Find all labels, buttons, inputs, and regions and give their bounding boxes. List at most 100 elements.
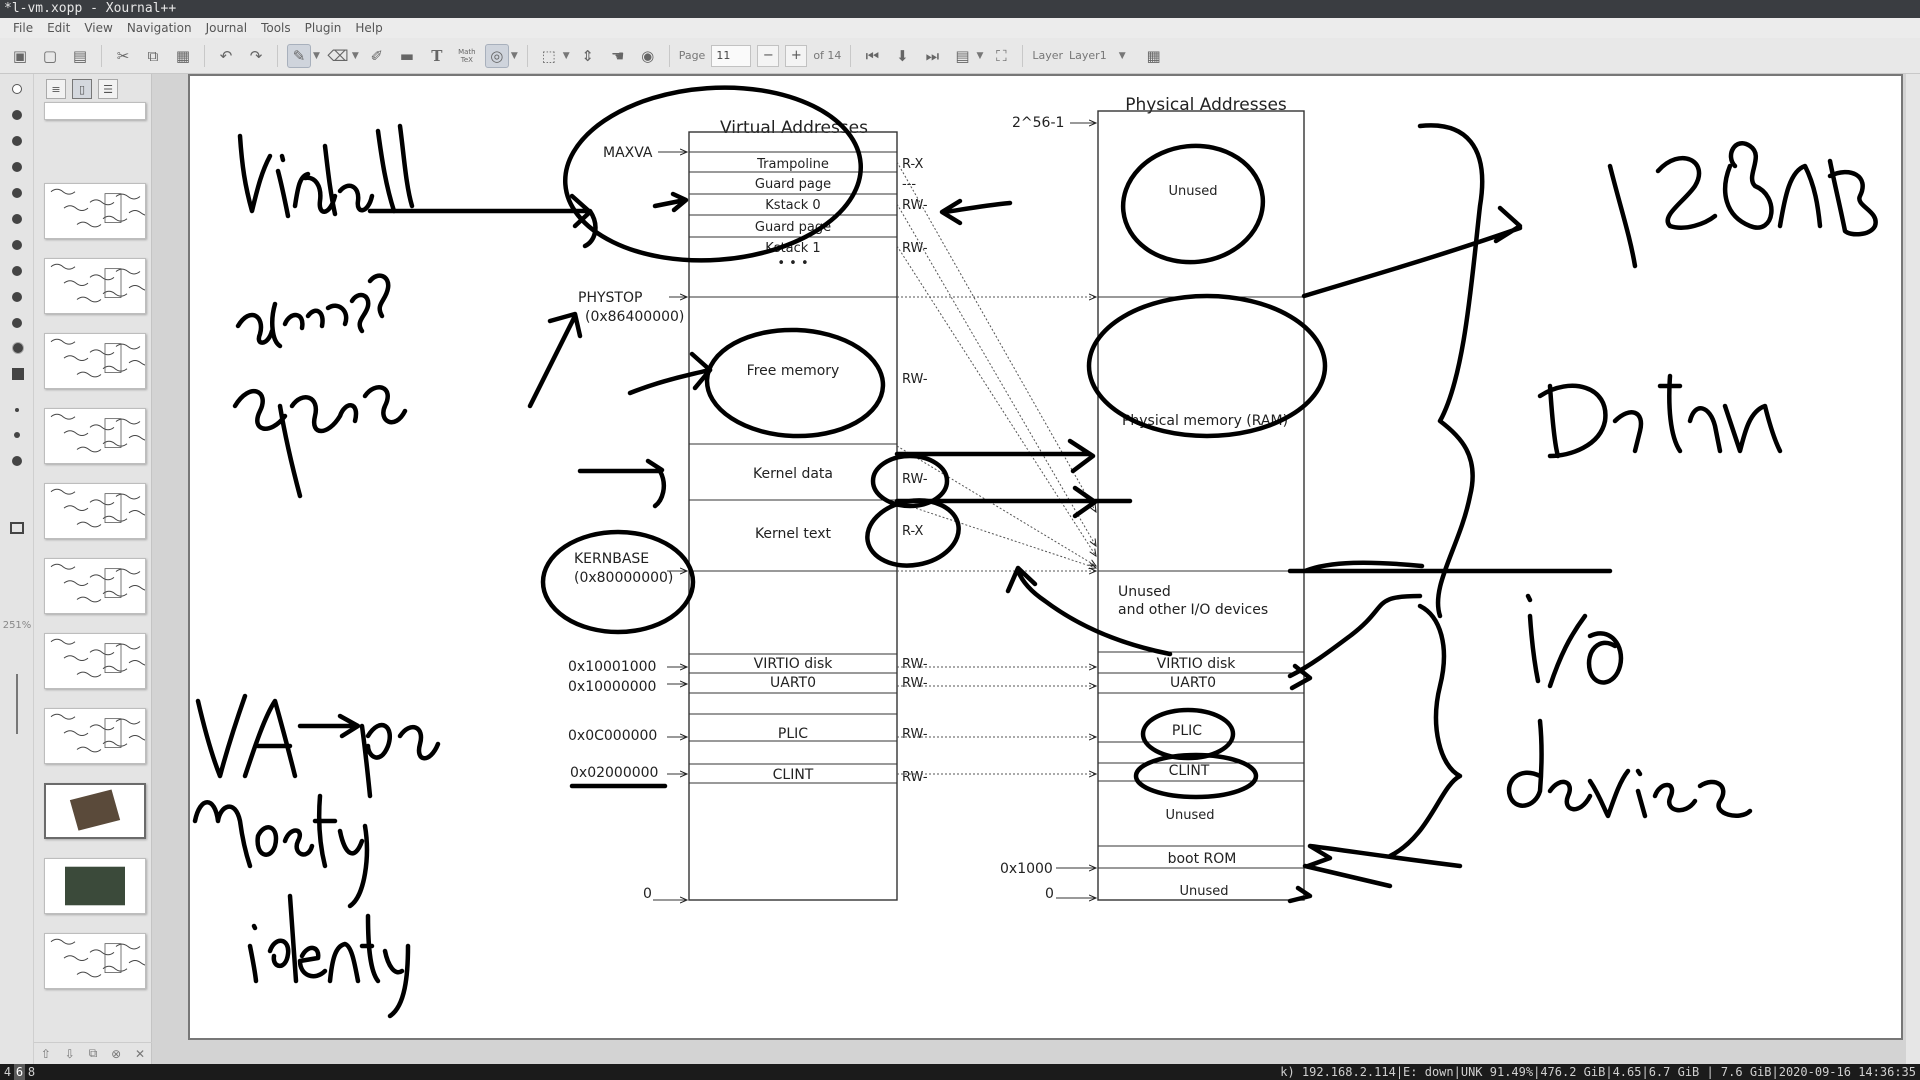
fullscreen-icon[interactable]: ⛶ bbox=[996, 46, 1007, 65]
virtual-title: Virtual Addresses bbox=[720, 118, 868, 138]
color-black-selected[interactable] bbox=[12, 342, 24, 354]
color-white[interactable] bbox=[12, 84, 22, 94]
tab-outline-icon[interactable]: ≡ bbox=[46, 79, 66, 99]
undo-icon[interactable]: ↶ bbox=[219, 46, 233, 65]
journal-page[interactable]: Virtual Addresses bbox=[188, 74, 1903, 1040]
physical-addresses-column: Physical Addresses Unused Physical bbox=[1000, 95, 1305, 902]
zoom-slider[interactable] bbox=[16, 674, 18, 734]
thin-size[interactable] bbox=[15, 408, 19, 412]
menu-journal[interactable]: Journal bbox=[205, 21, 248, 35]
tab-pages-icon[interactable]: ▯ bbox=[72, 79, 92, 99]
label-addr-1000: 0x1000 bbox=[1000, 861, 1053, 877]
vertical-space-icon[interactable]: ⇕ bbox=[581, 46, 594, 65]
chevron-down-icon[interactable]: ▼ bbox=[1118, 50, 1126, 61]
new-document-icon[interactable]: ▢ bbox=[42, 46, 58, 65]
chevron-down-icon[interactable]: ▼ bbox=[562, 50, 570, 61]
chevron-down-icon[interactable]: ▼ bbox=[510, 50, 518, 61]
va-kernel-data: Kernel data bbox=[753, 466, 833, 482]
sidebar-tabs: ≡ ▯ ☰ bbox=[34, 74, 151, 102]
insert-page-icon[interactable]: ▤ bbox=[955, 46, 970, 65]
color-swatch[interactable] bbox=[12, 188, 22, 198]
page-thumbnail[interactable] bbox=[44, 708, 146, 764]
page-thumbnail[interactable] bbox=[44, 858, 146, 914]
chevron-down-icon[interactable]: ▼ bbox=[351, 50, 359, 61]
tab-layers-icon[interactable]: ☰ bbox=[98, 79, 118, 99]
color-palette bbox=[0, 74, 34, 1064]
label-addr-clint: 0x02000000 bbox=[570, 765, 658, 781]
page-thumbnail[interactable] bbox=[44, 633, 146, 689]
goto-next-annotated-icon[interactable]: ⬇ bbox=[896, 46, 909, 65]
page-thumbnail[interactable] bbox=[44, 333, 146, 389]
play-object-icon[interactable]: ◉ bbox=[641, 46, 655, 65]
highlighter-icon[interactable]: ✐ bbox=[370, 46, 384, 65]
menu-tools[interactable]: Tools bbox=[261, 21, 291, 35]
page-thumbnail[interactable] bbox=[44, 558, 146, 614]
eraser-icon[interactable]: ⌫ bbox=[327, 46, 349, 65]
shape-recognizer-icon[interactable]: ◎ bbox=[484, 43, 509, 68]
move-page-up-icon[interactable]: ⇧ bbox=[40, 1046, 51, 1061]
page-thumbnail[interactable] bbox=[44, 408, 146, 464]
menu-view[interactable]: View bbox=[84, 21, 113, 35]
page-thumbnail[interactable] bbox=[44, 783, 146, 839]
move-page-down-icon[interactable]: ⇩ bbox=[64, 1046, 75, 1061]
paste-icon[interactable]: ▦ bbox=[175, 46, 191, 65]
image-icon[interactable]: ▬ bbox=[399, 46, 414, 65]
layer-visibility-icon[interactable]: ▦ bbox=[1146, 46, 1161, 65]
fill-square[interactable] bbox=[12, 368, 24, 380]
page-decrement-button[interactable]: − bbox=[757, 44, 780, 67]
save-icon[interactable]: ▣ bbox=[12, 46, 28, 65]
page-thumbnail[interactable] bbox=[44, 183, 146, 239]
menu-navigation[interactable]: Navigation bbox=[126, 21, 192, 35]
color-swatch[interactable] bbox=[12, 240, 22, 250]
color-swatch[interactable] bbox=[12, 318, 22, 328]
workspace-6[interactable]: 6 bbox=[14, 1064, 25, 1080]
pen-icon[interactable]: ✎ bbox=[287, 43, 311, 68]
goto-last-page-icon[interactable]: ⏭ bbox=[925, 46, 940, 65]
va-kernel-text: Kernel text bbox=[755, 526, 832, 542]
close-icon[interactable]: ✕ bbox=[134, 1046, 146, 1061]
color-swatch[interactable] bbox=[12, 214, 22, 224]
color-swatch[interactable] bbox=[12, 292, 22, 302]
thick-size[interactable] bbox=[12, 456, 22, 466]
page-increment-button[interactable]: + bbox=[785, 44, 808, 67]
page-number-input[interactable]: 11 bbox=[711, 44, 752, 67]
layer-select[interactable]: Layer1 bbox=[1069, 49, 1107, 62]
redo-icon[interactable]: ↷ bbox=[249, 46, 263, 65]
page-drawing: Virtual Addresses bbox=[192, 85, 1878, 1019]
page-thumbnail[interactable] bbox=[44, 258, 146, 314]
page-thumbnail[interactable] bbox=[44, 483, 146, 539]
va-guard-page: Guard page bbox=[755, 177, 831, 192]
menu-plugin[interactable]: Plugin bbox=[304, 21, 342, 35]
color-swatch[interactable] bbox=[12, 266, 22, 276]
color-swatch[interactable] bbox=[12, 162, 22, 172]
workspace-8[interactable]: 8 bbox=[27, 1065, 36, 1079]
page-thumbnail[interactable] bbox=[44, 102, 146, 120]
copy-icon[interactable]: ⧉ bbox=[147, 46, 159, 65]
perm-clint: RW- bbox=[902, 770, 928, 785]
chevron-down-icon[interactable]: ▼ bbox=[976, 50, 984, 61]
copy-page-icon[interactable]: ⧉ bbox=[88, 1046, 98, 1060]
perm-uart: RW- bbox=[902, 676, 928, 691]
select-rect-icon[interactable]: ⬚ bbox=[541, 46, 556, 65]
menu-file[interactable]: File bbox=[13, 21, 34, 35]
open-icon[interactable]: ▤ bbox=[72, 46, 88, 65]
presentation-icon[interactable] bbox=[10, 522, 24, 534]
page-thumbnail[interactable] bbox=[44, 933, 146, 989]
hand-icon[interactable]: ☚ bbox=[610, 46, 625, 65]
va-kstack1: Kstack 1 bbox=[765, 241, 820, 256]
workspace-4[interactable]: 4 bbox=[3, 1065, 12, 1079]
perm-virtio: RW- bbox=[902, 657, 928, 672]
chevron-down-icon[interactable]: ▼ bbox=[313, 50, 320, 61]
text-tool-icon[interactable]: T bbox=[431, 46, 443, 65]
medium-size[interactable] bbox=[14, 432, 20, 438]
label-phystop-addr: (0x86400000) bbox=[585, 309, 684, 325]
delete-page-icon[interactable]: ⊗ bbox=[111, 1046, 122, 1061]
cut-icon[interactable]: ✂ bbox=[116, 46, 130, 65]
menu-edit[interactable]: Edit bbox=[47, 21, 71, 35]
vertical-scrollbar[interactable] bbox=[1906, 74, 1920, 1064]
color-swatch[interactable] bbox=[12, 136, 22, 146]
goto-first-page-icon[interactable]: ⏮ bbox=[865, 46, 880, 65]
menu-help[interactable]: Help bbox=[355, 21, 383, 35]
math-tex-icon[interactable]: Math TeX bbox=[458, 47, 476, 64]
color-swatch[interactable] bbox=[12, 110, 22, 120]
